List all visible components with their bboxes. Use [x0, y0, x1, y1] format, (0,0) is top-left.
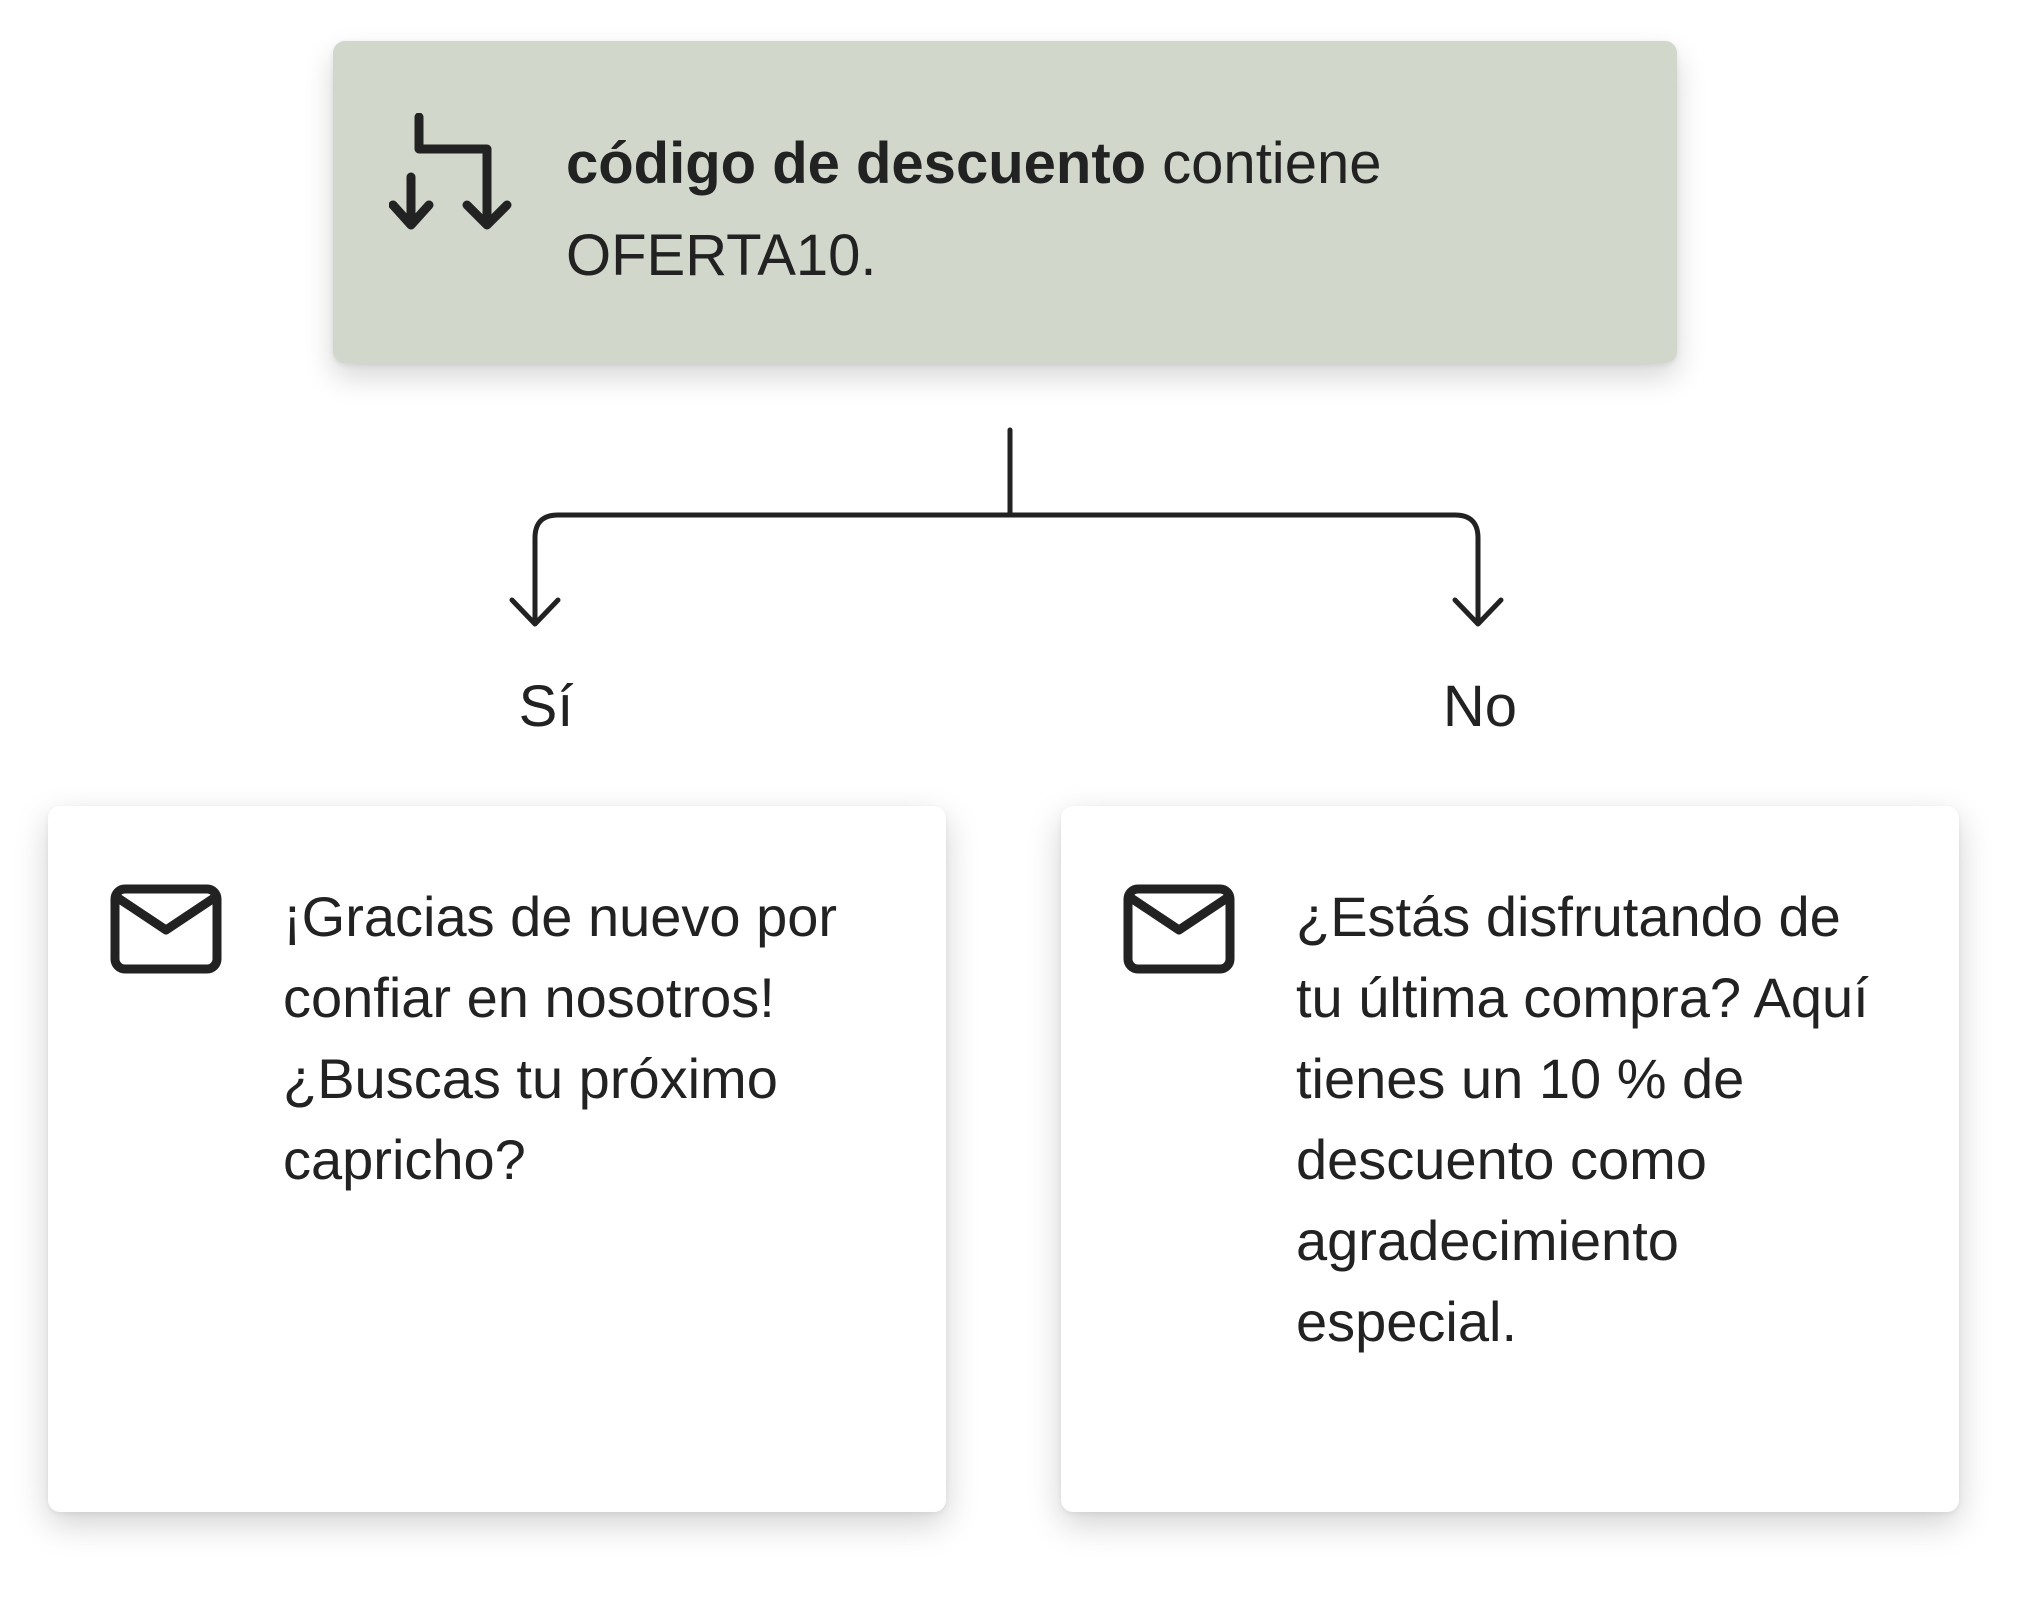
envelope-icon	[1123, 884, 1235, 974]
branch-label-no: No	[1442, 674, 1518, 739]
condition-field: código de descuento	[566, 131, 1147, 196]
condition-value: OFERTA10.	[566, 223, 877, 288]
condition-operator: contiene	[1146, 131, 1382, 196]
email-card-yes[interactable]: ¡Gracias de nuevo por confiar en nosotro…	[48, 806, 946, 1512]
email-message-yes: ¡Gracias de nuevo por confiar en nosotro…	[283, 885, 838, 1191]
email-message-no: ¿Estás disfrutando de tu última compra? …	[1296, 885, 1869, 1353]
branch-label-yes: Sí	[518, 674, 574, 739]
split-branch-icon	[389, 113, 512, 230]
envelope-icon	[110, 884, 222, 974]
email-card-no[interactable]: ¿Estás disfrutando de tu última compra? …	[1061, 806, 1959, 1512]
